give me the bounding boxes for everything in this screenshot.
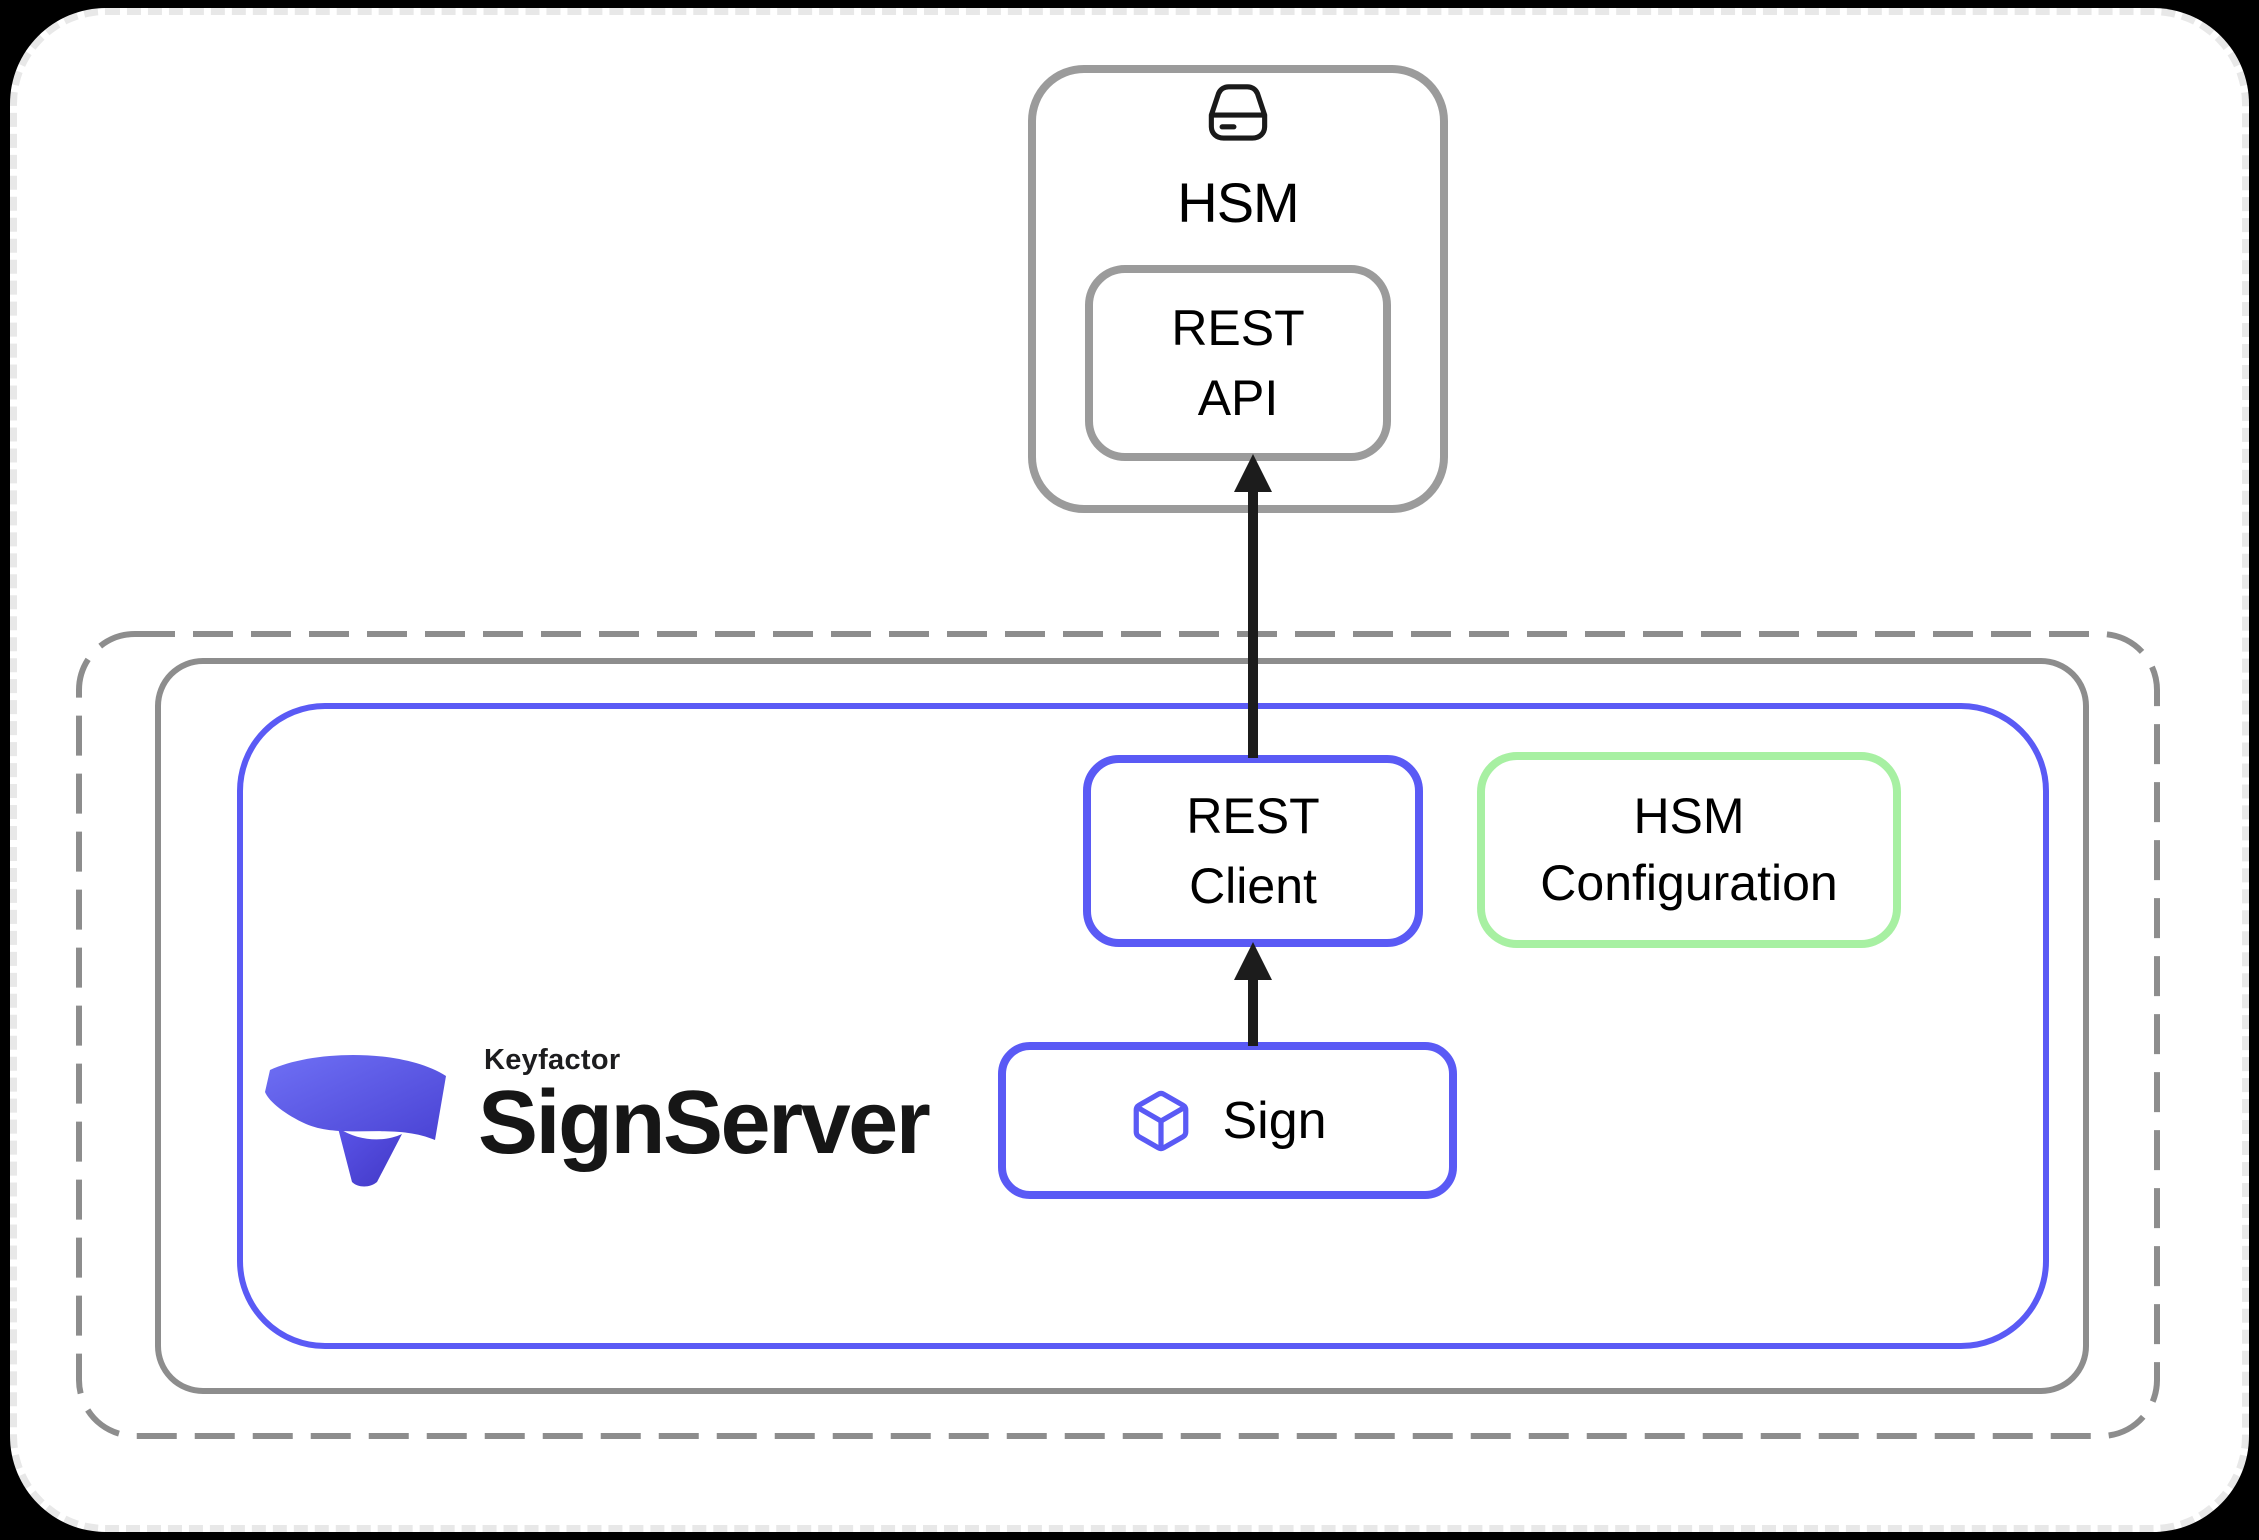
sign-label: Sign (1222, 1091, 1327, 1150)
signserver-container (237, 703, 2049, 1349)
rest-api-box: REST API (1085, 265, 1391, 461)
hsm-config-label-line1: HSM (1633, 787, 1745, 844)
sign-box: Sign (998, 1042, 1457, 1199)
gray-host-container (155, 658, 2089, 1394)
rest-api-label-line2: API (1197, 370, 1279, 426)
dashed-boundary-container (76, 631, 2160, 1439)
logo-product-text: SignServer (478, 1073, 931, 1173)
hsm-configuration-box: HSM Configuration (1477, 752, 1901, 948)
logo-brand-text: Keyfactor (484, 1044, 621, 1076)
rest-client-box: REST Client (1083, 755, 1423, 947)
cube-icon (1134, 1090, 1189, 1151)
external-drive-icon (1208, 84, 1268, 141)
hsm-title: HSM (1177, 171, 1299, 234)
hsm-config-label-line2: Configuration (1540, 855, 1838, 911)
rest-client-label-line1: REST (1186, 788, 1320, 844)
rest-client-label-line2: Client (1189, 858, 1317, 914)
hsm-box: HSM REST API (1028, 65, 1448, 513)
keyfactor-ribbon-icon (265, 1054, 446, 1187)
rest-api-label-line1: REST (1171, 300, 1305, 356)
